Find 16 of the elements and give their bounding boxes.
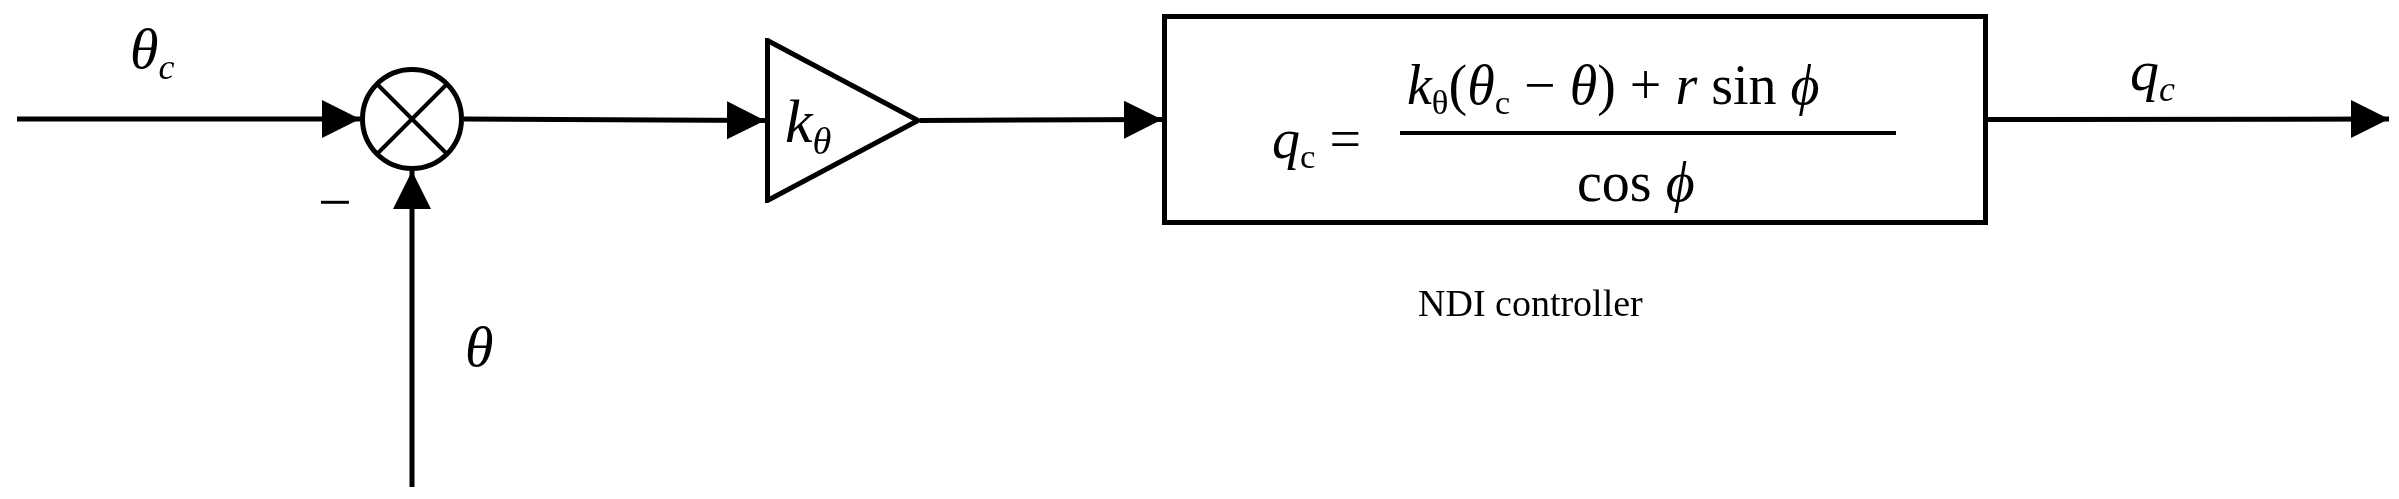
signal-label: q$_{c}$	[2130, 42, 2175, 108]
signal-label: θ$_{c}$	[130, 20, 175, 86]
block-caption: NDI controller	[1418, 284, 1643, 322]
gain-label: k$_{θ}$	[785, 90, 832, 160]
signal-label: θ	[465, 318, 494, 376]
equation-numerator: k$_{θ}$(θ$_{c}$ − θ) + r sin ϕ	[1407, 57, 1820, 122]
output-arrow	[1988, 100, 2389, 139]
arrow	[920, 100, 1162, 139]
feedback-arrow	[393, 171, 431, 487]
equation-lhs: q$_{c}$ =	[1272, 111, 1361, 176]
arrow	[464, 101, 765, 140]
controller-box	[1162, 14, 1988, 225]
minus-sign: −	[318, 172, 352, 232]
summing-junction	[360, 67, 464, 171]
gain-triangle	[765, 38, 920, 203]
input-arrow	[17, 100, 360, 138]
